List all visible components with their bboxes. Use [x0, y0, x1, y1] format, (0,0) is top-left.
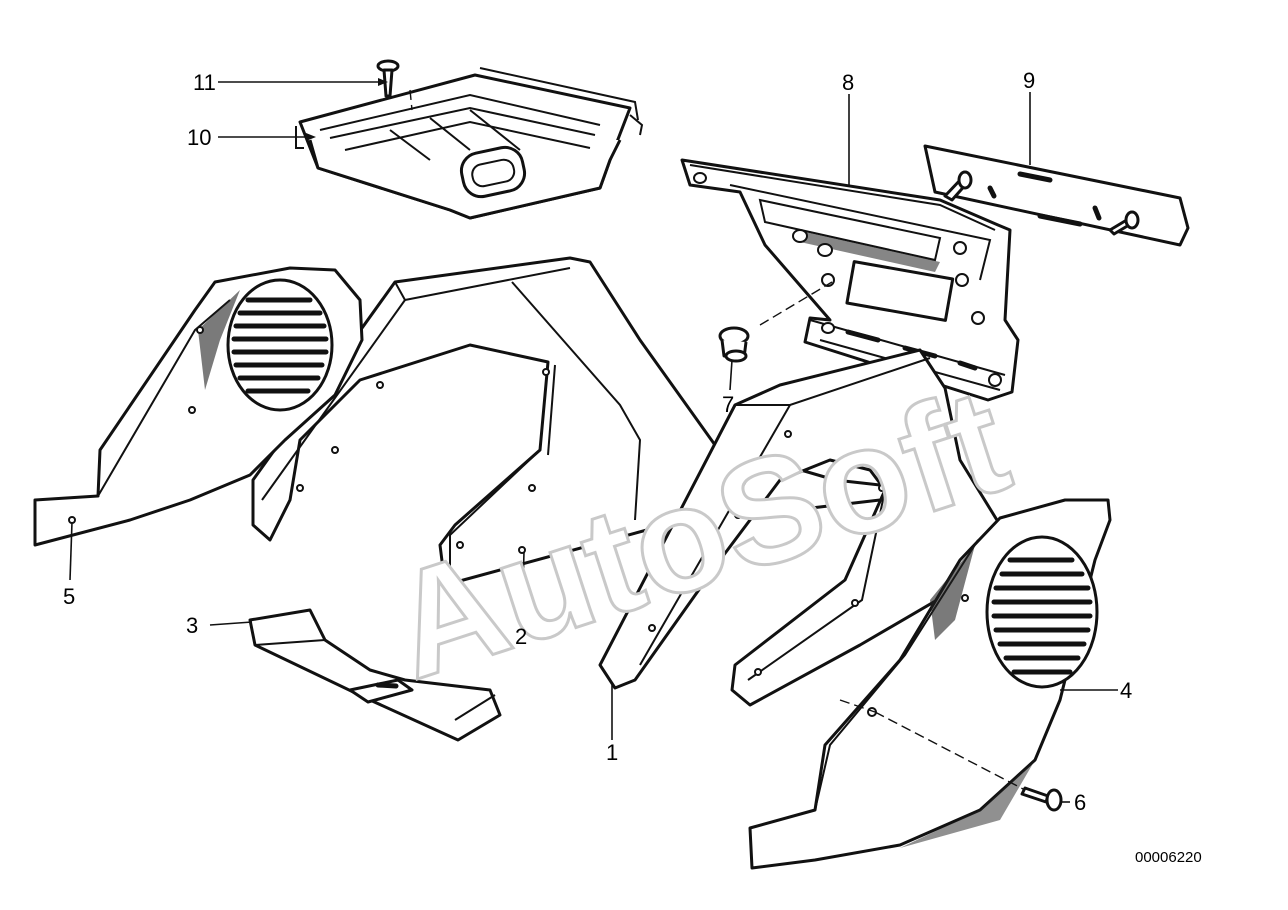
callout-10: 10: [187, 125, 211, 150]
screw-part-11: [376, 59, 400, 98]
drawing-code: 00006220: [1135, 849, 1202, 866]
callout-5: 5: [63, 584, 75, 609]
callout-9: 9: [1023, 68, 1035, 93]
leader-lines: [69, 78, 1118, 803]
callout-2: 2: [515, 624, 527, 649]
callout-3: 3: [186, 613, 198, 638]
callout-6: 6: [1074, 790, 1086, 815]
speaker-trim-part-5: [33, 266, 364, 547]
bracket-part-8: [680, 158, 1020, 402]
callout-7: 7: [722, 392, 734, 417]
callout-4: 4: [1120, 678, 1132, 703]
callout-8: 8: [842, 70, 854, 95]
side-panel-part-1: [598, 348, 1042, 707]
clip-part-7: [718, 326, 750, 363]
screw-part-6: [1020, 786, 1063, 812]
speaker-trim-part-4: [748, 498, 1112, 870]
bracket-part-3: [248, 608, 502, 742]
plate-part-9: [923, 144, 1190, 247]
speaker-grille-right: [991, 557, 1093, 675]
callout-11: 11: [193, 70, 216, 95]
callout-1: 1: [606, 740, 618, 765]
tray-part-10: [295, 67, 644, 220]
speaker-grille-left: [231, 297, 329, 394]
callout-labels: 11 10 8 9 7 5 3 2 1 4 6: [63, 68, 1132, 815]
